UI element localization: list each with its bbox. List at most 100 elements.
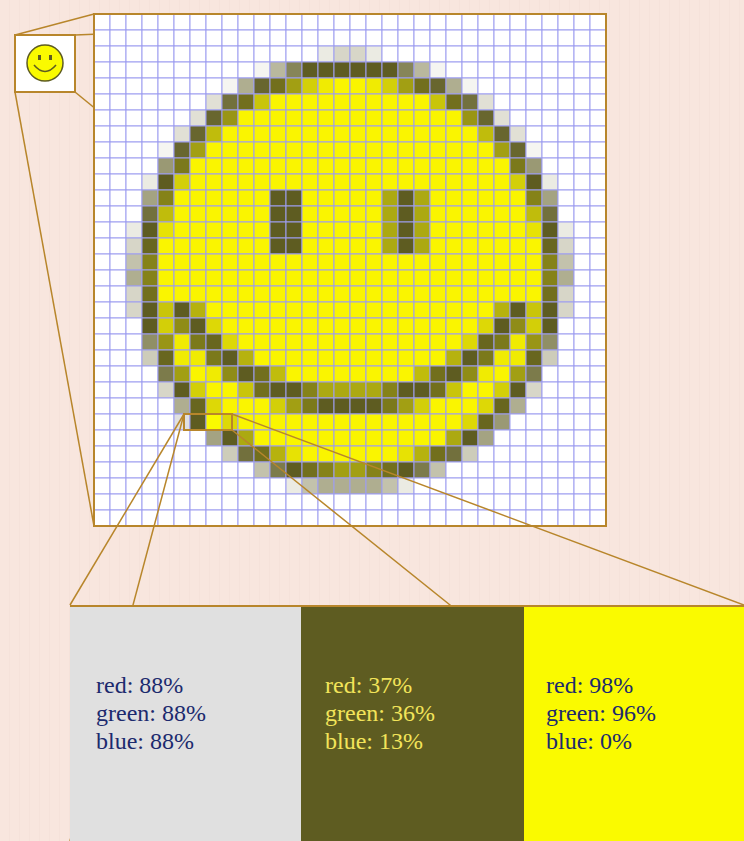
- pixel-cell: [270, 366, 286, 382]
- pixel-cell: [270, 318, 286, 334]
- pixel-cell: [158, 206, 174, 222]
- pixel-cell: [206, 350, 222, 366]
- pixel-cell: [238, 254, 254, 270]
- pixel-cell: [190, 46, 206, 62]
- pixel-cell: [110, 30, 126, 46]
- pixel-cell: [558, 462, 574, 478]
- pixel-cell: [382, 350, 398, 366]
- pixel-cell: [542, 238, 558, 254]
- zoom-line: [70, 414, 184, 605]
- pixel-cell: [510, 430, 526, 446]
- pixel-cell: [302, 206, 318, 222]
- pixel-cell: [206, 158, 222, 174]
- pixel-cell: [446, 334, 462, 350]
- pixel-cell: [302, 462, 318, 478]
- pixel-cell: [574, 238, 590, 254]
- pixel-cell: [222, 398, 238, 414]
- pixel-cell: [494, 206, 510, 222]
- pixel-cell: [382, 190, 398, 206]
- pixel-cell: [158, 94, 174, 110]
- pixel-cell: [574, 446, 590, 462]
- pixel-cell: [382, 46, 398, 62]
- pixel-cell: [350, 478, 366, 494]
- pixel-cell: [286, 158, 302, 174]
- pixel-cell: [590, 174, 606, 190]
- pixel-cell: [398, 286, 414, 302]
- pixel-cell: [334, 190, 350, 206]
- pixel-cell: [430, 334, 446, 350]
- pixel-cell: [142, 494, 158, 510]
- pixel-cell: [302, 510, 318, 526]
- pixel-cell: [190, 494, 206, 510]
- pixel-cell: [494, 494, 510, 510]
- pixel-cell: [494, 158, 510, 174]
- pixel-cell: [526, 302, 542, 318]
- pixel-cell: [574, 46, 590, 62]
- pixel-cell: [494, 238, 510, 254]
- pixel-cell: [366, 414, 382, 430]
- pixel-cell: [158, 142, 174, 158]
- pixel-cell: [350, 398, 366, 414]
- pixel-cell: [462, 222, 478, 238]
- pixel-cell: [558, 206, 574, 222]
- pixel-cell: [574, 414, 590, 430]
- pixel-cell: [94, 510, 110, 526]
- pixel-cell: [574, 334, 590, 350]
- pixel-cell: [510, 478, 526, 494]
- pixel-cell: [478, 126, 494, 142]
- pixel-cell: [590, 398, 606, 414]
- pixel-cell: [590, 142, 606, 158]
- zoom-line: [232, 430, 744, 841]
- pixel-cell: [110, 446, 126, 462]
- pixel-cell: [142, 142, 158, 158]
- pixel-cell: [222, 142, 238, 158]
- pixel-cell: [254, 350, 270, 366]
- pixel-cell: [206, 190, 222, 206]
- pixel-cell: [126, 398, 142, 414]
- pixel-cell: [318, 14, 334, 30]
- pixel-cell: [398, 318, 414, 334]
- pixel-cell: [110, 14, 126, 30]
- pixel-cell: [414, 382, 430, 398]
- pixel-cell: [478, 334, 494, 350]
- pixel-cell: [542, 46, 558, 62]
- pixel-cell: [302, 382, 318, 398]
- pixel-cell: [238, 158, 254, 174]
- pixel-cell: [126, 222, 142, 238]
- pixel-cell: [142, 126, 158, 142]
- pixel-cell: [446, 318, 462, 334]
- pixel-cell: [574, 286, 590, 302]
- pixel-cell: [398, 334, 414, 350]
- pixel-cell: [446, 14, 462, 30]
- pixel-cell: [494, 366, 510, 382]
- pixel-cell: [382, 334, 398, 350]
- pixel-cell: [270, 254, 286, 270]
- pixel-cell: [494, 430, 510, 446]
- pixel-cell: [366, 270, 382, 286]
- pixel-cell: [478, 46, 494, 62]
- pixel-cell: [142, 14, 158, 30]
- pixel-cell: [510, 206, 526, 222]
- pixel-cell: [110, 222, 126, 238]
- pixel-cell: [462, 430, 478, 446]
- pixel-cell: [302, 110, 318, 126]
- pixel-cell: [558, 14, 574, 30]
- pixel-cell: [190, 510, 206, 526]
- pixel-cell: [126, 62, 142, 78]
- pixel-cell: [462, 238, 478, 254]
- pixel-cell: [302, 286, 318, 302]
- pixel-cell: [590, 126, 606, 142]
- pixel-cell: [222, 238, 238, 254]
- pixel-cell: [462, 46, 478, 62]
- pixel-cell: [302, 30, 318, 46]
- pixel-cell: [222, 222, 238, 238]
- pixel-cell: [558, 334, 574, 350]
- pixel-cell: [350, 462, 366, 478]
- pixel-cell: [382, 238, 398, 254]
- pixel-cell: [510, 462, 526, 478]
- pixel-cell: [510, 270, 526, 286]
- pixel-cell: [398, 94, 414, 110]
- pixel-cell: [398, 222, 414, 238]
- pixel-cell: [494, 174, 510, 190]
- pixel-cell: [94, 350, 110, 366]
